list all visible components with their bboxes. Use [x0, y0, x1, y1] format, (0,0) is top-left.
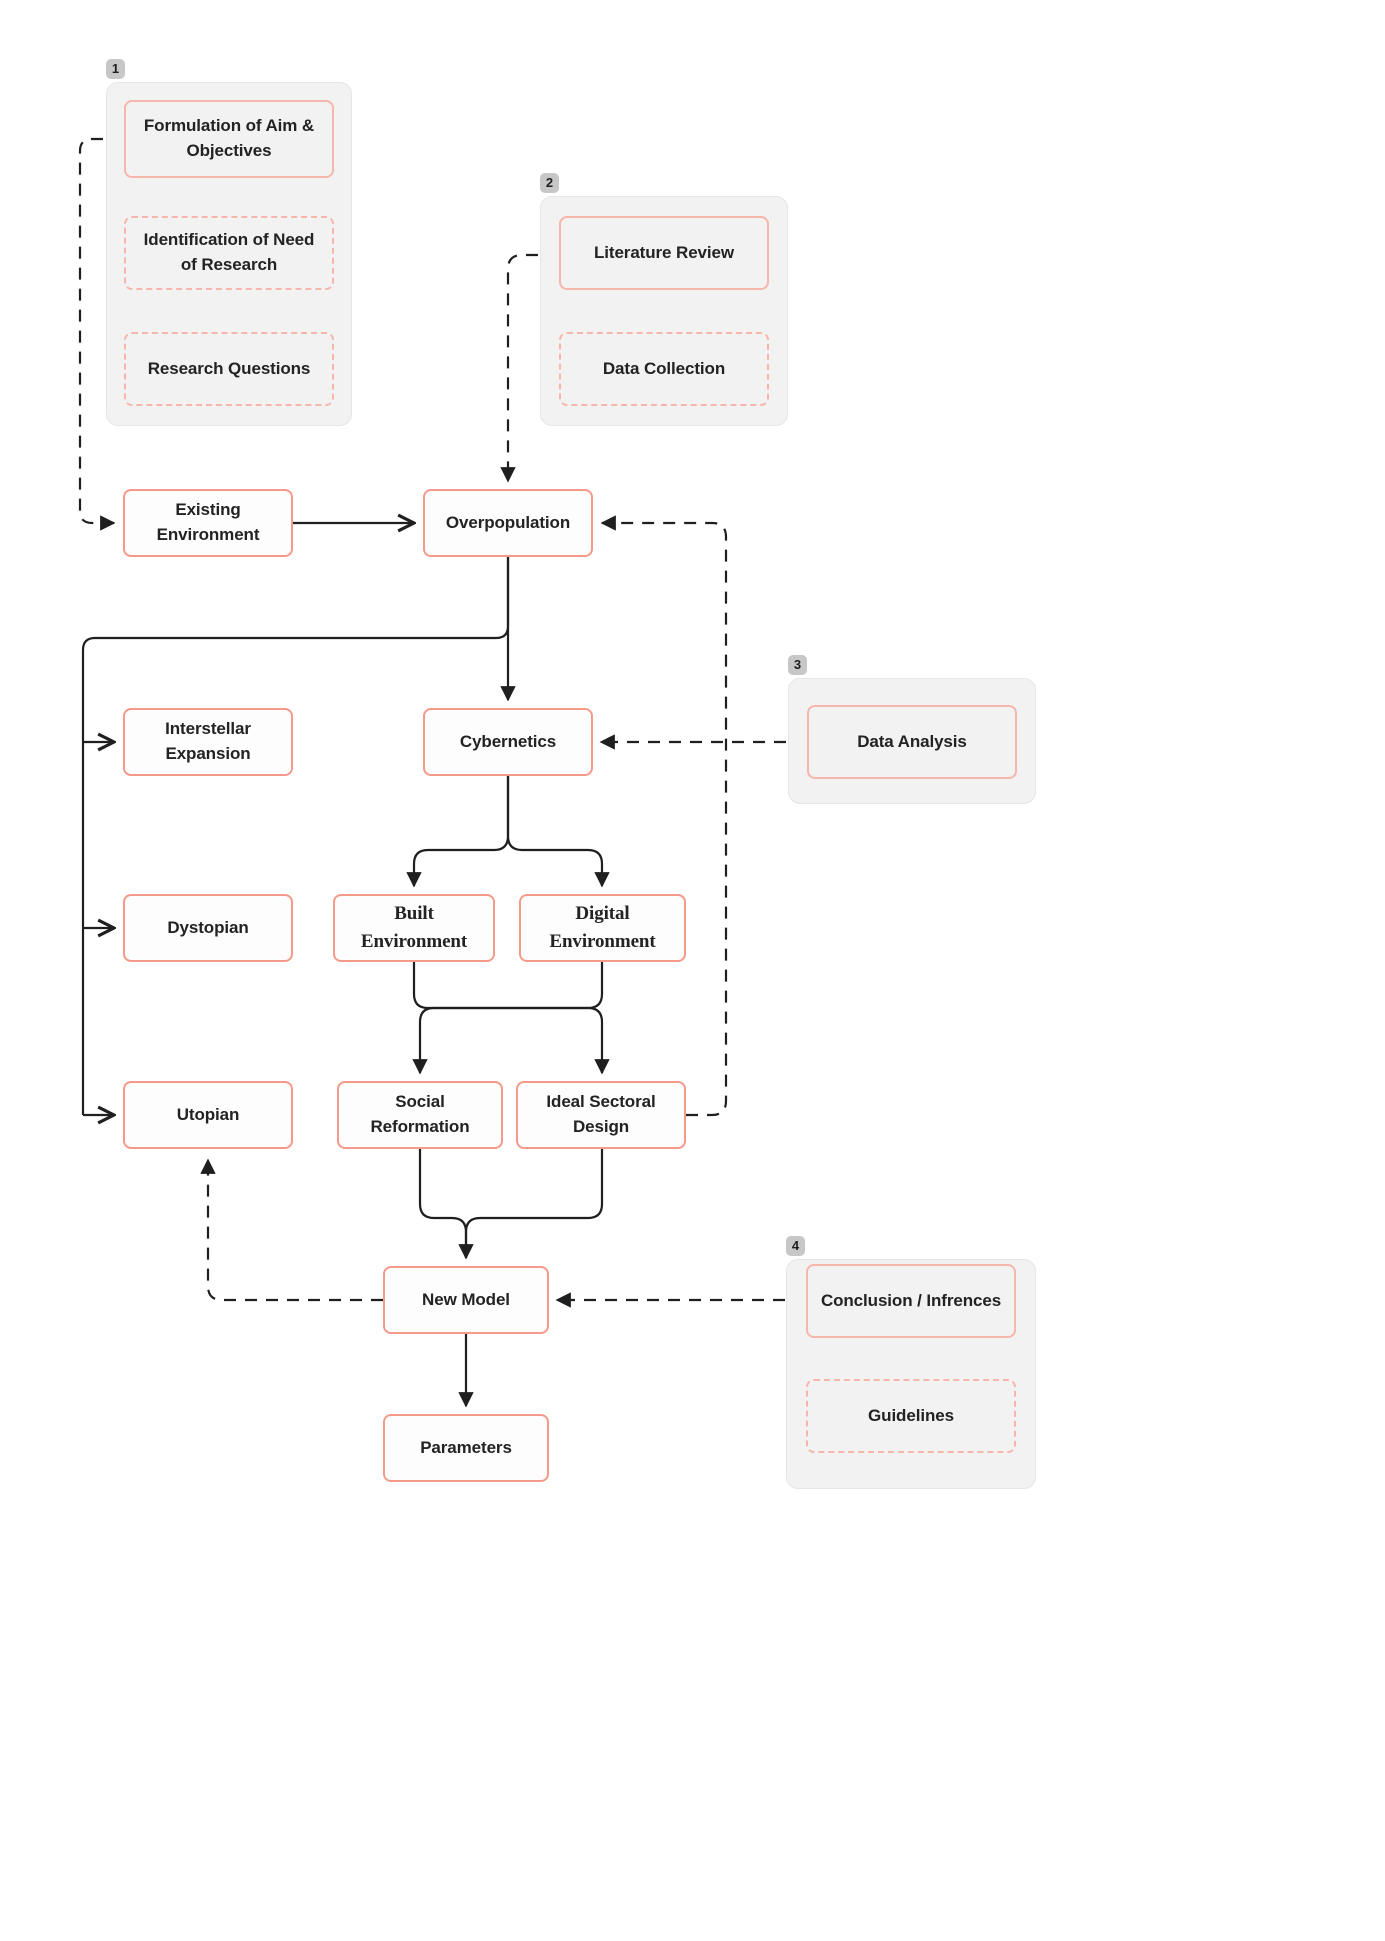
- edge-litreview-to-overpopulation: [500, 253, 559, 483]
- group-container-4: [786, 1259, 1036, 1489]
- node-dystopian[interactable]: Dystopian: [123, 894, 293, 962]
- group-container-1: [106, 82, 352, 426]
- node-formulation-of-aim-objectives[interactable]: Formulation of Aim & Objectives: [124, 100, 334, 178]
- edge-group1-to-existing: [78, 137, 124, 531]
- node-research-questions[interactable]: Research Questions: [124, 332, 334, 406]
- node-parameters[interactable]: Parameters: [383, 1414, 549, 1482]
- node-social-reformation[interactable]: Social Reformation: [337, 1081, 503, 1149]
- edge-ideal-to-overpopulation: [600, 515, 728, 1117]
- node-interstellar-expansion[interactable]: Interstellar Expansion: [123, 708, 293, 776]
- node-digital-environment[interactable]: Digital Environment: [519, 894, 686, 962]
- node-ideal-sectoral-design[interactable]: Ideal Sectoral Design: [516, 1081, 686, 1149]
- node-overpopulation[interactable]: Overpopulation: [423, 489, 593, 557]
- node-built-environment[interactable]: Built Environment: [333, 894, 495, 962]
- edge-digital-to-social: [412, 962, 604, 1075]
- edge-overpopulation-bus: [81, 557, 510, 1115]
- edge-cybernetics-to-digital: [506, 776, 610, 888]
- node-existing-environment[interactable]: Existing Environment: [123, 489, 293, 557]
- node-identification-of-need-of-research[interactable]: Identification of Need of Research: [124, 216, 334, 290]
- group-tag-4: 4: [786, 1236, 805, 1256]
- node-guidelines[interactable]: Guidelines: [806, 1379, 1016, 1453]
- node-conclusion-infrences[interactable]: Conclusion / Infrences: [806, 1264, 1016, 1338]
- group-tag-3: 3: [788, 655, 807, 675]
- node-new-model[interactable]: New Model: [383, 1266, 549, 1334]
- group-container-3: [788, 678, 1036, 804]
- edge-social-to-newmodel: [418, 1149, 474, 1260]
- node-cybernetics[interactable]: Cybernetics: [423, 708, 593, 776]
- edge-newmodel-to-utopian: [200, 1158, 383, 1302]
- edge-ideal-to-newmodel: [464, 1149, 604, 1258]
- edge-cybernetics-to-built: [406, 776, 510, 888]
- group-tag-1: 1: [106, 59, 125, 79]
- node-utopian[interactable]: Utopian: [123, 1081, 293, 1149]
- edge-built-to-ideal: [412, 962, 610, 1075]
- group-container-2: [540, 196, 788, 426]
- node-data-collection[interactable]: Data Collection: [559, 332, 769, 406]
- node-data-analysis[interactable]: Data Analysis: [807, 705, 1017, 779]
- node-literature-review[interactable]: Literature Review: [559, 216, 769, 290]
- group-tag-2: 2: [540, 173, 559, 193]
